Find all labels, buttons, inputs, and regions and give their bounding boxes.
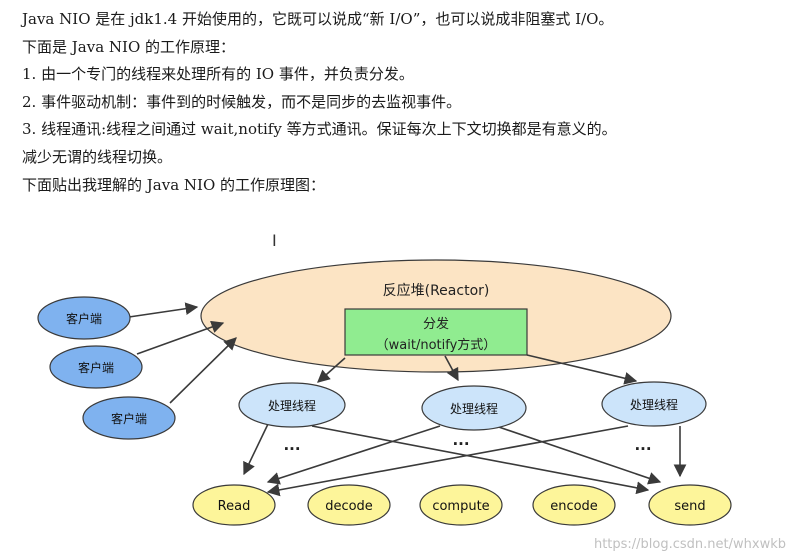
handler-node bbox=[238, 382, 346, 428]
client-arrow bbox=[169, 337, 237, 404]
event-node bbox=[192, 484, 276, 526]
event-node bbox=[307, 484, 391, 526]
reactor-label: 反应堆(Reactor) bbox=[383, 282, 490, 299]
client-node bbox=[37, 296, 131, 340]
text-line: 2. 事件驱动机制：事件到的时候触发，而不是同步的去监视事件。 bbox=[22, 92, 462, 111]
event-label: compute bbox=[432, 499, 489, 514]
handler-label: 处理线程 bbox=[268, 398, 316, 413]
client-label: 客户端 bbox=[111, 411, 147, 426]
event-label: decode bbox=[325, 499, 373, 514]
event-label: send bbox=[674, 499, 705, 514]
dispatch-arrow bbox=[444, 355, 459, 382]
handler-label: 处理线程 bbox=[630, 397, 678, 412]
client-node bbox=[82, 396, 176, 440]
handler-arrow bbox=[311, 425, 650, 495]
dispatch-arrow bbox=[526, 354, 638, 385]
handler-arrow bbox=[266, 425, 441, 485]
handler-arrow bbox=[266, 425, 629, 497]
watermark: https://blog.csdn.net/whxwkb bbox=[593, 537, 786, 552]
client-arrow bbox=[136, 320, 225, 355]
dispatch-box bbox=[344, 308, 528, 356]
text-line: 下面是 Java NIO 的工作原理： bbox=[22, 37, 236, 56]
client-label: 客户端 bbox=[66, 311, 102, 326]
dispatch-sublabel: （wait/notify方式） bbox=[376, 337, 497, 353]
event-node bbox=[419, 484, 503, 526]
text-line: 减少无谓的线程切换。 bbox=[22, 147, 173, 166]
ellipsis-label: ... bbox=[634, 436, 651, 454]
client-node bbox=[49, 345, 143, 389]
text-cursor-icon: I bbox=[272, 231, 277, 250]
dispatch-label: 分发 bbox=[423, 316, 449, 332]
handler-label: 处理线程 bbox=[450, 401, 498, 416]
event-node bbox=[532, 484, 616, 526]
client-label: 客户端 bbox=[78, 360, 114, 375]
text-line: 3. 线程通讯:线程之间通过 wait,notify 等方式通讯。保证每次上下文… bbox=[22, 120, 617, 139]
article-text: Java NIO 是在 jdk1.4 开始使用的，它既可以说成“新 I/O”，也… bbox=[22, 6, 782, 199]
dispatch-arrow bbox=[317, 357, 346, 383]
event-label: encode bbox=[550, 499, 598, 514]
handler-arrow bbox=[243, 423, 269, 476]
ellipsis-label: ... bbox=[452, 431, 469, 449]
handler-node bbox=[601, 381, 707, 427]
handler-node bbox=[421, 385, 527, 431]
handler-arrow bbox=[489, 423, 662, 485]
text-line: 1. 由一个专门的线程来处理所有的 IO 事件，并负责分发。 bbox=[22, 65, 414, 84]
text-line: Java NIO 是在 jdk1.4 开始使用的，它既可以说成“新 I/O”，也… bbox=[22, 10, 614, 28]
event-node bbox=[648, 484, 732, 526]
ellipsis-label: ... bbox=[283, 436, 300, 454]
text-line: 下面贴出我理解的 Java NIO 的工作原理图： bbox=[22, 175, 326, 194]
event-label: Read bbox=[218, 499, 251, 514]
client-arrow bbox=[128, 302, 199, 318]
